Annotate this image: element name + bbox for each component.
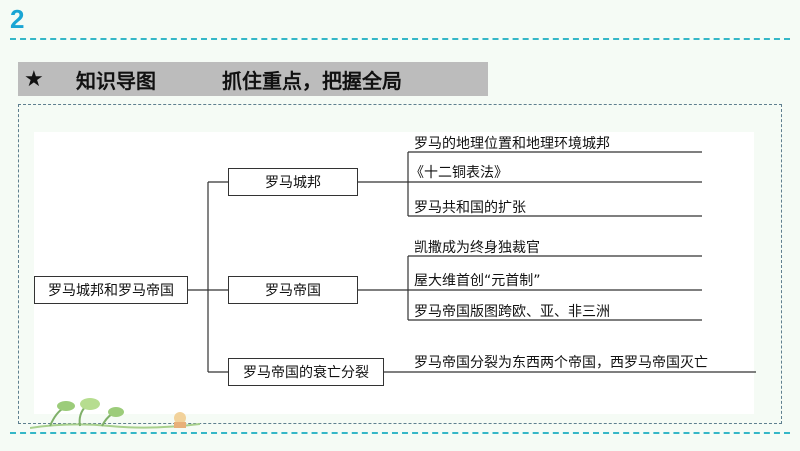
bottom-divider — [10, 432, 790, 434]
branch-node-roman-empire: 罗马帝国 — [228, 276, 358, 304]
leaf-item: 凯撒成为终身独裁官 — [414, 240, 540, 256]
leaf-item: 罗马共和国的扩张 — [414, 200, 526, 216]
section-title: 知识导图 — [76, 68, 156, 93]
leaf-item: 罗马帝国版图跨欧、亚、非三洲 — [414, 304, 610, 320]
star-icon: ★ — [24, 66, 44, 92]
branch-node-empire-decline: 罗马帝国的衰亡分裂 — [228, 358, 384, 386]
leaf-item: 罗马的地理位置和地理环境城邦 — [414, 136, 610, 152]
mindmap-panel — [34, 132, 754, 414]
root-node: 罗马城邦和罗马帝国 — [34, 276, 188, 304]
content-frame — [18, 104, 782, 424]
plant-decoration-icon — [30, 398, 200, 429]
leaf-item: 《十二铜表法》 — [410, 165, 508, 181]
leaf-item: 罗马帝国分裂为东西两个帝国，西罗马帝国灭亡 — [414, 355, 708, 371]
section-header: ★ 知识导图 抓住重点，把握全局 — [18, 62, 488, 96]
section-subtitle: 抓住重点，把握全局 — [222, 68, 402, 93]
leaf-item: 屋大维首创“元首制” — [414, 273, 541, 289]
page-number: 2 — [10, 4, 25, 34]
branch-node-roman-city-states: 罗马城邦 — [228, 168, 358, 196]
top-divider — [10, 38, 790, 40]
